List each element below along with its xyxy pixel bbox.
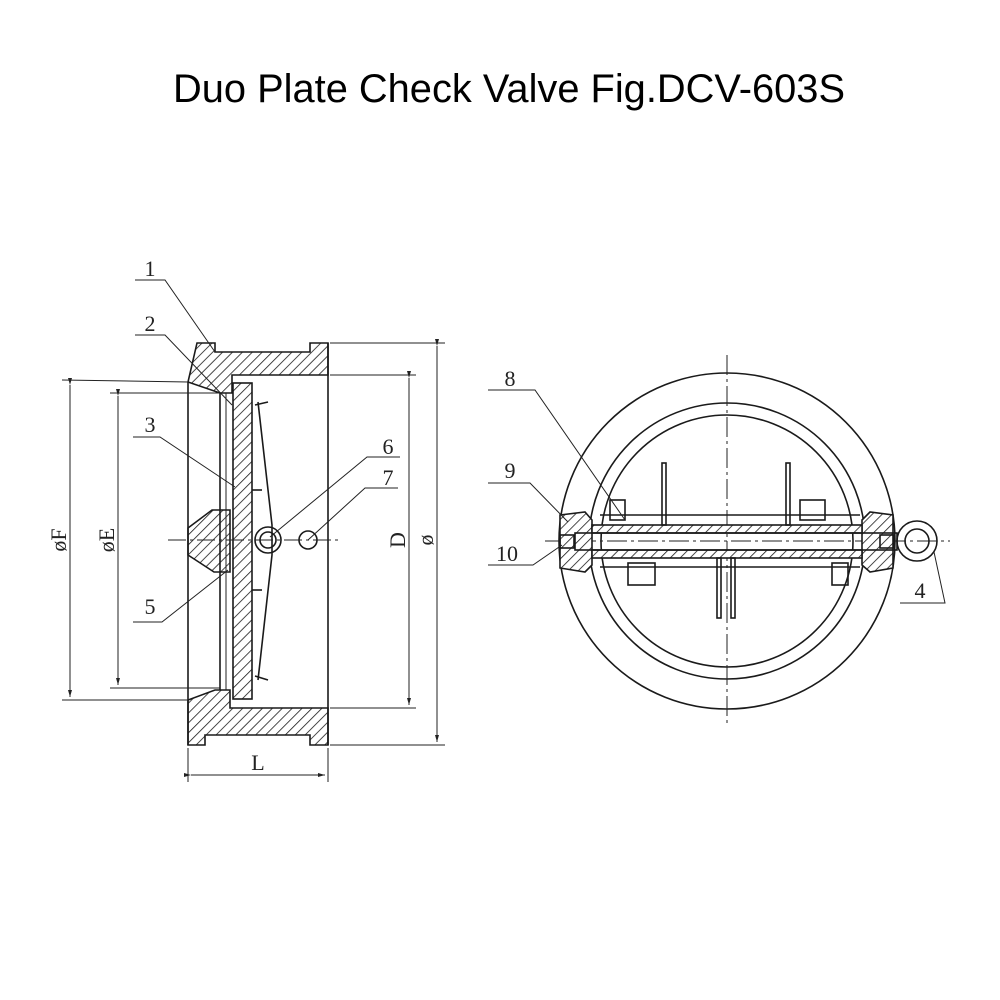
- part-label-7: 7: [383, 465, 394, 490]
- dim-seat-dia-label: øE: [94, 528, 119, 552]
- part-label-1: 1: [145, 256, 156, 281]
- part-label-5: 5: [145, 594, 156, 619]
- front-view: 8 9 10 4: [488, 355, 950, 725]
- part-label-9: 9: [505, 458, 516, 483]
- body-bottom-section: [187, 689, 329, 746]
- body-top-section: [187, 342, 329, 394]
- part-label-3: 3: [145, 412, 156, 437]
- shaft-bushing-bottom: [591, 549, 863, 559]
- dim-body-dia-label: ø: [413, 535, 438, 546]
- drawing-title: Duo Plate Check Valve Fig.DCV-603S: [173, 67, 845, 111]
- dim-body-bore-label: D: [385, 532, 410, 548]
- dim-outer-bore-label: øF: [46, 528, 71, 551]
- part-label-10: 10: [496, 541, 518, 566]
- disc-plate: [232, 382, 253, 700]
- side-section-view: øF øE D ø L 1 2 3 5 6 7: [46, 256, 445, 782]
- shaft-bushing-top: [591, 524, 863, 534]
- hub-section: [187, 509, 231, 573]
- part-label-8: 8: [505, 366, 516, 391]
- part-label-2: 2: [145, 311, 156, 336]
- part-label-4: 4: [915, 578, 926, 603]
- lifting-eye: [896, 520, 938, 562]
- part-label-6: 6: [383, 434, 394, 459]
- dim-length-label: L: [251, 750, 264, 775]
